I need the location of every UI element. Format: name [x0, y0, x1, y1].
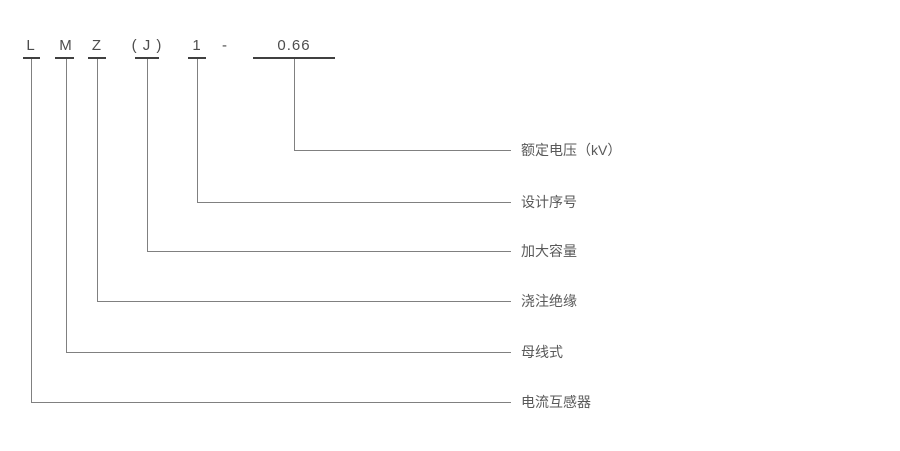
- meaning-label: 加大容量: [521, 243, 577, 259]
- code-separator: -: [222, 37, 228, 54]
- connector-vertical-line: [97, 59, 98, 301]
- code-underline: [23, 57, 40, 59]
- code-char-segment: M: [59, 37, 73, 54]
- connector-vertical-line: [66, 59, 67, 352]
- code-char-segment: ( J ): [131, 37, 163, 54]
- connector-horizontal-line: [31, 402, 511, 403]
- code-underline: [88, 57, 106, 59]
- connector-horizontal-line: [197, 202, 511, 203]
- connector-vertical-line: [294, 59, 295, 150]
- connector-horizontal-line: [66, 352, 511, 353]
- code-underline: [188, 57, 206, 59]
- connector-horizontal-line: [97, 301, 511, 302]
- code-char-segment: 1: [192, 37, 202, 54]
- code-underline: [253, 57, 335, 59]
- meaning-label: 电流互感器: [521, 394, 591, 410]
- meaning-label: 额定电压（kV）: [521, 142, 622, 158]
- connector-vertical-line: [31, 59, 32, 402]
- connector-horizontal-line: [147, 251, 511, 252]
- connector-horizontal-line: [294, 150, 511, 151]
- code-char-segment: Z: [91, 37, 103, 54]
- code-char-segment: L: [26, 37, 36, 54]
- meaning-label: 浇注绝缘: [521, 293, 577, 309]
- code-underline: [55, 57, 74, 59]
- connector-vertical-line: [147, 59, 148, 251]
- code-underline: [135, 57, 159, 59]
- code-char-segment: 0.66: [277, 37, 311, 54]
- connector-vertical-line: [197, 59, 198, 202]
- meaning-label: 母线式: [521, 344, 563, 360]
- meaning-label: 设计序号: [521, 194, 577, 210]
